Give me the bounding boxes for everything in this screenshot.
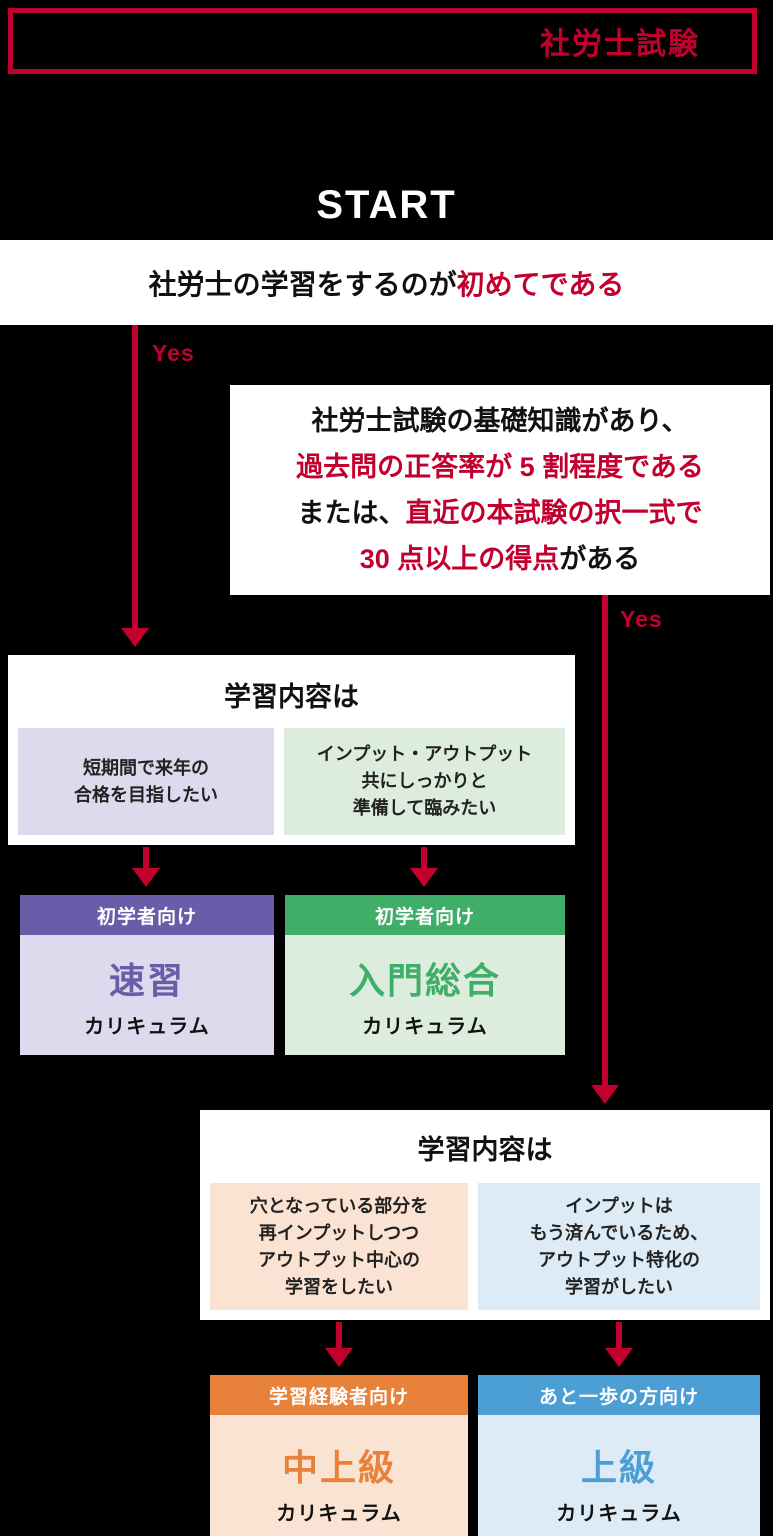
option-line: もう済んでいるため、 xyxy=(529,1222,709,1243)
card-jokyu: あと一歩の方向け 上級 カリキュラム xyxy=(478,1375,760,1536)
option-output-focused: インプットは もう済んでいるため、 アウトプット特化の 学習がしたい xyxy=(478,1183,760,1310)
option-line: アウトプット特化の xyxy=(538,1249,700,1270)
q1-black-text: 社労士の学習をするのが xyxy=(148,268,457,300)
card-chujokyu-name: 中上級 xyxy=(281,1447,396,1488)
option-line: 再インプットしつつ xyxy=(258,1222,420,1243)
q2-line4-black: がある xyxy=(559,544,641,574)
q2-line3-red: 直近の本試験の択一式で xyxy=(405,498,703,528)
arrow-option-thorough-head xyxy=(410,868,438,887)
card-nyumon-sogo-badge: 初学者向け xyxy=(285,895,565,935)
q2-line1-text: 社労士試験の基礎知識があり、 xyxy=(311,406,689,436)
card-nyumon-sogo: 初学者向け 入門総合 カリキュラム xyxy=(285,895,565,1055)
option-line: 合格を目指したい xyxy=(74,784,218,805)
option-line: アウトプット中心の xyxy=(258,1249,420,1270)
q2-line2-text: 過去問の正答率が 5 割程度である xyxy=(296,452,704,482)
q2-line4: 30 点以上の得点がある xyxy=(360,536,641,582)
banner-title: 社労士試験 xyxy=(540,28,700,61)
arrow-option-reinput-line xyxy=(336,1322,342,1350)
arrow-option-reinput-head xyxy=(325,1348,353,1367)
option-line: インプット・アウトプット xyxy=(316,744,533,764)
branch-beginner-title: 学習内容は xyxy=(224,682,359,712)
card-jokyu-name: 上級 xyxy=(580,1447,657,1488)
q1-red-text: 初めてである xyxy=(456,268,625,300)
branch-experienced: 学習内容は 穴となっている部分を 再インプットしつつ アウトプット中心の 学習を… xyxy=(200,1110,770,1320)
option-line: 準備して臨みたい xyxy=(352,798,497,818)
card-sokushu-body: 速習 カリキュラム xyxy=(20,935,274,1055)
card-jokyu-body: 上級 カリキュラム xyxy=(478,1415,760,1536)
q2-line3-black: または、 xyxy=(297,498,406,528)
card-nyumon-sogo-type: カリキュラム xyxy=(362,1015,488,1038)
card-sokushu-badge: 初学者向け xyxy=(20,895,274,935)
arrow-option-output-line xyxy=(616,1322,622,1350)
option-reinput-output: 穴となっている部分を 再インプットしつつ アウトプット中心の 学習をしたい xyxy=(210,1183,468,1310)
option-output-focused-text: インプットは もう済んでいるため、 アウトプット特化の 学習がしたい xyxy=(530,1193,709,1301)
q2-line1: 社労士試験の基礎知識があり、 xyxy=(312,398,689,444)
arrow-option-output-head xyxy=(605,1348,633,1367)
option-line: 短期間で来年の xyxy=(83,757,209,778)
branch-experienced-title: 学習内容は xyxy=(417,1135,553,1165)
option-thorough-prep: インプット・アウトプット 共にしっかりと 準備して臨みたい xyxy=(284,728,565,835)
q2-line2: 過去問の正答率が 5 割程度である xyxy=(296,444,704,490)
card-sokushu: 初学者向け 速習 カリキュラム xyxy=(20,895,274,1055)
card-jokyu-type: カリキュラム xyxy=(556,1503,682,1525)
option-line: 学習をしたい xyxy=(285,1276,393,1297)
arrow-down-1-line xyxy=(132,325,138,630)
start-label: START xyxy=(316,183,457,227)
arrow-down-1-head xyxy=(121,628,149,647)
card-nyumon-sogo-body: 入門総合 カリキュラム xyxy=(285,935,565,1055)
option-line: 穴となっている部分を xyxy=(249,1195,429,1216)
question-experienced: 社労士試験の基礎知識があり、 過去問の正答率が 5 割程度である または、直近の… xyxy=(230,385,770,595)
yes-label-2: Yes xyxy=(620,606,663,632)
option-short-term: 短期間で来年の 合格を目指したい xyxy=(18,728,274,835)
option-line: インプットは xyxy=(565,1195,673,1216)
card-sokushu-type: カリキュラム xyxy=(84,1015,210,1038)
arrow-down-2-line xyxy=(602,595,608,1087)
branch-beginner: 学習内容は 短期間で来年の 合格を目指したい インプット・アウトプット 共にしっ… xyxy=(8,655,575,845)
card-chujokyu-body: 中上級 カリキュラム xyxy=(210,1415,468,1536)
question-first-time-text: 社労士の学習をするのが初めてである xyxy=(149,263,625,303)
option-thorough-prep-text: インプット・アウトプット 共にしっかりと 準備して臨みたい xyxy=(317,741,532,822)
card-chujokyu: 学習経験者向け 中上級 カリキュラム xyxy=(210,1375,468,1536)
q2-line3: または、直近の本試験の択一式で xyxy=(298,490,703,536)
card-sokushu-name: 速習 xyxy=(108,959,185,1001)
arrow-option-short-term-line xyxy=(143,847,149,870)
card-nyumon-sogo-name: 入門総合 xyxy=(348,959,501,1001)
card-chujokyu-type: カリキュラム xyxy=(276,1503,402,1525)
arrow-down-2-head xyxy=(591,1085,619,1104)
question-first-time: 社労士の学習をするのが初めてである xyxy=(0,240,773,325)
option-line: 共にしっかりと xyxy=(361,771,488,791)
q2-line4-red: 30 点以上の得点 xyxy=(359,544,560,574)
arrow-option-thorough-line xyxy=(421,847,427,870)
option-line: 学習がしたい xyxy=(565,1276,673,1297)
option-short-term-text: 短期間で来年の 合格を目指したい xyxy=(74,755,218,809)
arrow-option-short-term-head xyxy=(132,868,160,887)
card-jokyu-badge: あと一歩の方向け xyxy=(478,1375,760,1415)
banner: 社労士試験 xyxy=(8,8,757,74)
yes-label-1: Yes xyxy=(152,340,195,366)
card-chujokyu-badge: 学習経験者向け xyxy=(210,1375,468,1415)
option-reinput-output-text: 穴となっている部分を 再インプットしつつ アウトプット中心の 学習をしたい xyxy=(250,1193,429,1301)
